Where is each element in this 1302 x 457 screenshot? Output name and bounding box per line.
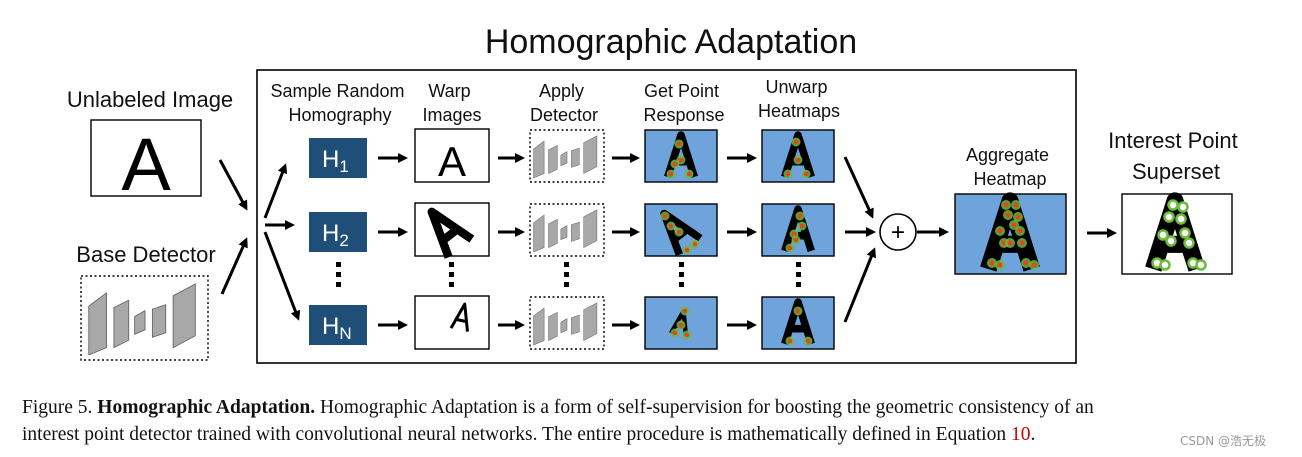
arrow-icon — [218, 159, 248, 211]
keypoint-icon — [1011, 200, 1021, 210]
letter-a-shape — [427, 207, 475, 259]
keypoint-icon — [1179, 227, 1191, 239]
diagram-title: Homographic Adaptation — [485, 23, 857, 61]
keypoint-icon — [987, 258, 997, 268]
aggregate-heatmap — [954, 192, 1067, 275]
homography-label: HN — [322, 313, 352, 343]
unlabeled-image-label: Unlabeled Image — [67, 87, 233, 112]
keypoint-icon — [690, 239, 700, 249]
letter-a-shape — [781, 298, 815, 346]
keypoint-icon — [1009, 220, 1019, 230]
plus-circle-icon — [879, 213, 917, 251]
keypoint-icon — [995, 260, 1005, 270]
equation-ref-link[interactable]: 10 — [1010, 424, 1031, 445]
figure-caption: Figure 5. Homographic Adaptation. Homogr… — [22, 394, 1287, 448]
aggregate-label: Aggregate Heatmap — [966, 145, 1054, 189]
homography-box — [309, 212, 367, 252]
keypoint-icon — [1157, 229, 1169, 241]
interest-point-superset — [1121, 192, 1233, 275]
keypoint-icon — [1021, 258, 1031, 268]
keypoint-icon — [684, 169, 694, 179]
step-apply-header: Apply Detector — [530, 81, 598, 125]
keypoint-icon — [1005, 238, 1015, 248]
keypoint-icon — [1167, 199, 1179, 211]
keypoint-icon — [1175, 213, 1187, 225]
warped-image-box — [414, 128, 490, 183]
keypoint-icon — [1163, 211, 1175, 223]
keypoint-icon — [783, 169, 793, 179]
caption-text-line2: interest point detector trained with con… — [22, 424, 1007, 445]
keypoint-icon — [791, 137, 801, 147]
step-unwarp-header: Unwarp Heatmaps — [758, 77, 840, 121]
keypoint-icon — [1195, 259, 1207, 271]
keypoint-icon — [1001, 200, 1011, 210]
keypoint-icon — [660, 211, 670, 221]
arrow-icon — [843, 156, 874, 219]
pipeline-row: H1 A — [309, 128, 835, 185]
keypoint-icon — [680, 306, 690, 316]
keypoint-icon — [791, 235, 801, 245]
unlabeled-image-box — [90, 119, 202, 197]
keypoint-icon — [676, 320, 686, 330]
keypoint-icon — [793, 155, 803, 165]
step-response-header: Get Point Response — [643, 81, 724, 125]
keypoint-icon — [797, 221, 807, 231]
plus-operator: + — [891, 219, 905, 246]
unlabeled-image-glyph: A — [121, 123, 171, 206]
keypoint-icon — [795, 211, 805, 221]
arrow-icon — [263, 231, 301, 321]
homography-label: H2 — [322, 220, 349, 250]
base-detector-label: Base Detector — [76, 242, 215, 267]
output-label: Interest Point Superset — [1108, 128, 1244, 184]
keypoint-icon — [1159, 259, 1171, 271]
keypoint-icon — [674, 227, 684, 237]
pipeline-row: HN — [309, 295, 835, 350]
keypoint-icon — [1003, 210, 1013, 220]
homography-box — [309, 138, 367, 178]
keypoint-icon — [1165, 235, 1177, 247]
warped-image-box — [414, 295, 490, 350]
keypoint-icon — [1017, 238, 1027, 248]
keypoint-icon — [682, 245, 692, 255]
arrow-icon — [220, 237, 248, 295]
caption-period: . — [1030, 424, 1036, 445]
keypoint-icon — [801, 169, 811, 179]
pipeline-row: H2 — [309, 202, 835, 259]
homography-box — [309, 305, 367, 345]
keypoint-icon — [666, 221, 676, 231]
keypoint-icon — [674, 139, 684, 149]
keypoint-icon — [670, 328, 680, 338]
keypoint-icon — [803, 336, 813, 346]
step-sample-header: Sample Random Homography — [270, 81, 409, 125]
pipeline-frame — [256, 69, 1077, 364]
ellipsis-icon — [336, 262, 801, 287]
keypoint-icon — [1177, 201, 1189, 213]
keypoint-icon — [785, 243, 795, 253]
letter-a-shape — [449, 302, 469, 332]
watermark: CSDN @浩无极 — [1180, 434, 1267, 448]
figure-number: Figure 5. — [22, 397, 93, 418]
keypoint-icon — [670, 159, 680, 169]
keypoint-icon — [785, 336, 795, 346]
arrow-icon — [843, 247, 877, 323]
step-warp-header: Warp Images — [422, 81, 481, 125]
keypoint-icon — [793, 306, 803, 316]
keypoint-icon — [666, 169, 676, 179]
warped-glyph: A — [438, 138, 466, 185]
keypoint-icon — [682, 330, 692, 340]
homography-label: H1 — [322, 146, 349, 176]
keypoint-icon — [1013, 212, 1023, 222]
caption-title: Homographic Adaptation. — [97, 397, 316, 418]
keypoint-icon — [995, 226, 1005, 236]
keypoint-icon — [1029, 260, 1039, 270]
arrow-icon — [263, 163, 288, 219]
keypoint-icon — [1183, 237, 1195, 249]
caption-text-line1: Homographic Adaptation is a form of self… — [319, 397, 1094, 418]
diagram-canvas: Homographic Adaptation Unlabeled Image A… — [67, 23, 1244, 364]
